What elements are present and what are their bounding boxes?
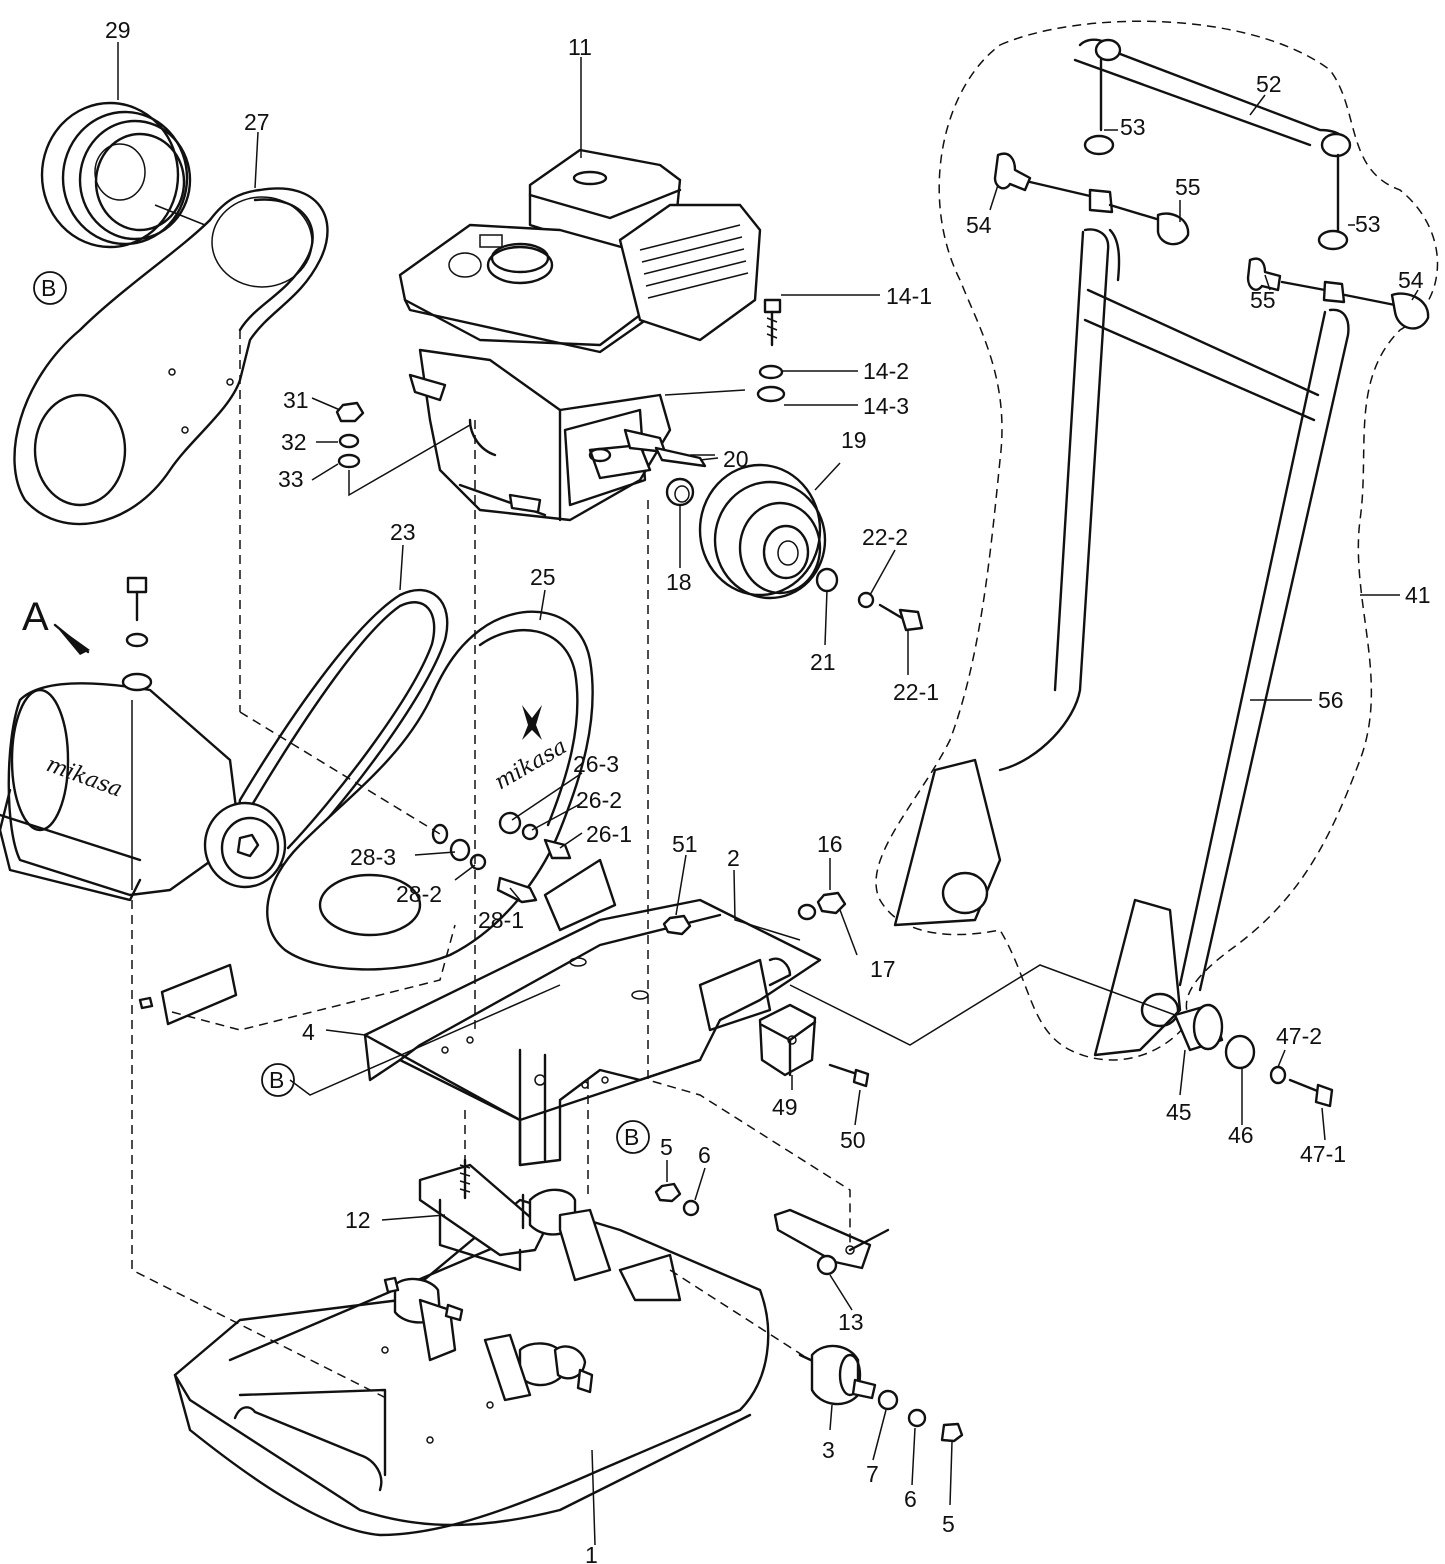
label-33: 33 [278, 466, 304, 492]
label-22-1: 22-1 [893, 679, 939, 705]
label-45: 45 [1166, 1099, 1192, 1125]
label-49: 49 [772, 1094, 798, 1120]
label-47-2: 47-2 [1276, 1023, 1322, 1049]
label-16: 16 [817, 831, 843, 857]
label-32: 32 [281, 429, 307, 455]
bushing-18 [665, 477, 695, 507]
washer-nut-16-17 [797, 891, 847, 921]
label-12: 12 [345, 1207, 371, 1233]
bolt-14 [756, 294, 880, 406]
label-22-2: 22-2 [862, 524, 908, 550]
buffers [383, 1188, 682, 1402]
engine-11 [398, 148, 762, 522]
label-28-1: 28-1 [478, 907, 524, 933]
rubber-49 [758, 1003, 870, 1088]
label-14-3: 14-3 [863, 393, 909, 419]
belt-cover-25: mikasa [266, 610, 594, 971]
bracket-13 [773, 1208, 890, 1276]
label-7: 7 [866, 1461, 879, 1487]
ref-marker-b-1: B [33, 271, 67, 305]
label-26-2: 26-2 [576, 787, 622, 813]
handle-56 [893, 38, 1430, 1057]
part-labels: 29 27 11 52 53 53 54 54 55 55 14-1 14-2 … [105, 17, 1431, 1564]
label-53b: 53 [1355, 211, 1381, 237]
label-1: 1 [585, 1542, 598, 1564]
ref-marker-b-2: B [261, 1063, 295, 1097]
label-51: 51 [672, 831, 698, 857]
label-17: 17 [870, 956, 896, 982]
label-47-1: 47-1 [1300, 1141, 1346, 1167]
assembly-line-1 [789, 964, 1176, 1046]
nuts-5-6-upper [654, 1182, 700, 1217]
label-26-3: 26-3 [573, 751, 619, 777]
assembly-lines [131, 330, 851, 1401]
label-28-2: 28-2 [396, 881, 442, 907]
label-18: 18 [666, 569, 692, 595]
label-19: 19 [841, 427, 867, 453]
label-6b: 6 [904, 1486, 917, 1512]
mount-45-47 [1173, 1003, 1334, 1108]
nut-51 [662, 914, 692, 936]
bracket-12 [418, 1158, 547, 1272]
label-52: 52 [1256, 71, 1282, 97]
label-2: 2 [727, 845, 740, 871]
svg-text:A: A [22, 595, 49, 639]
washer-bolt-21-22 [815, 567, 924, 632]
rubber-mount-3 [798, 1344, 964, 1443]
exciter-housing: mikasa [0, 682, 287, 902]
label-5b: 5 [942, 1511, 955, 1537]
label-25: 25 [530, 564, 556, 590]
label-54b: 54 [1398, 267, 1424, 293]
view-marker-a: A [22, 595, 90, 655]
label-29: 29 [105, 17, 131, 43]
label-21: 21 [810, 649, 836, 675]
bolt-exciter [121, 576, 153, 890]
label-31: 31 [283, 387, 309, 413]
label-13: 13 [838, 1309, 864, 1335]
pulley-19 [698, 463, 827, 600]
base-frame-4 [363, 858, 822, 1167]
pulley-29 [40, 101, 192, 249]
label-5a: 5 [660, 1134, 673, 1160]
label-14-2: 14-2 [863, 358, 909, 384]
label-28-3: 28-3 [350, 844, 396, 870]
label-55b: 55 [1250, 287, 1276, 313]
nut-31-33 [311, 397, 471, 497]
label-plate [138, 963, 238, 1026]
label-55a: 55 [1175, 174, 1201, 200]
svg-text:B: B [624, 1124, 639, 1150]
leader-lines [117, 42, 1419, 1546]
label-3: 3 [822, 1437, 835, 1463]
label-6a: 6 [698, 1142, 711, 1168]
label-56: 56 [1318, 687, 1344, 713]
svg-text:B: B [41, 275, 56, 301]
label-26-1: 26-1 [586, 821, 632, 847]
base-plate-1 [173, 1198, 770, 1537]
label-27: 27 [244, 109, 270, 135]
label-20: 20 [723, 446, 749, 472]
label-11: 11 [568, 34, 592, 60]
label-50: 50 [840, 1127, 866, 1153]
svg-text:B: B [269, 1067, 284, 1093]
label-53a: 53 [1120, 114, 1146, 140]
label-4: 4 [302, 1019, 315, 1045]
label-14-1: 14-1 [886, 283, 932, 309]
belt-cover-27 [13, 187, 329, 526]
label-41: 41 [1405, 582, 1431, 608]
ref-marker-b-3: B [616, 1120, 650, 1154]
label-23: 23 [390, 519, 416, 545]
label-54a: 54 [966, 212, 992, 238]
fasteners-26-28 [239, 711, 572, 904]
label-46: 46 [1228, 1122, 1254, 1148]
